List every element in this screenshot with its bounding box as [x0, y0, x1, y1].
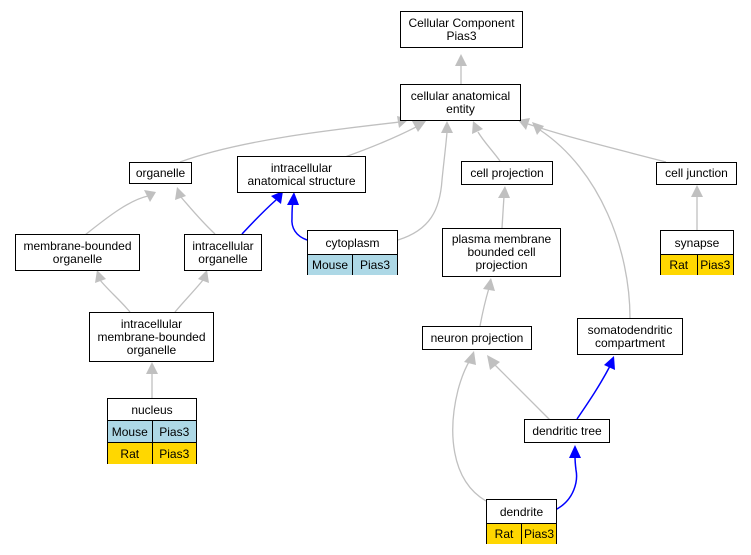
- arrowhead: [464, 351, 476, 365]
- arrowhead: [532, 122, 544, 135]
- node-intracellular-organelle[interactable]: intracellular organelle: [184, 234, 262, 271]
- edge-cytoplasm-to-ias-highlight: [291, 201, 308, 241]
- node-plasma-membrane-bounded-cell-projection[interactable]: plasma membrane bounded cell projection: [442, 228, 561, 277]
- annotation-row: Rat Pias3: [487, 524, 556, 544]
- edge-ias-to-cae: [344, 125, 419, 158]
- node-somatodendritic-compartment[interactable]: somatodendritic compartment: [577, 318, 683, 355]
- edge-organelle-to-cae: [179, 121, 401, 163]
- arrowhead: [198, 270, 209, 283]
- edge-cytoplasm-to-cae: [397, 131, 448, 241]
- node-membrane-bounded-organelle[interactable]: membrane-bounded organelle: [15, 234, 140, 271]
- annotation-row: Mouse Pias3: [308, 255, 397, 275]
- arrowhead: [146, 362, 158, 374]
- arrowhead: [472, 121, 483, 134]
- edge-celljunction-to-cae: [527, 123, 667, 163]
- edge-dendritictree-to-somatodendritic-highlight: [576, 365, 611, 420]
- node-dendritic-tree[interactable]: dendritic tree: [524, 419, 610, 443]
- term-dendrite[interactable]: dendrite Rat Pias3: [486, 499, 557, 544]
- edge-dendrite-to-dendritictree-highlight: [554, 455, 578, 511]
- arrowhead: [455, 54, 467, 66]
- edge-io-to-organelle: [179, 195, 216, 235]
- gene-cell: Pias3: [696, 255, 733, 275]
- edge-dendritictree-to-neuronprojection: [494, 364, 551, 421]
- term-title: synapse: [661, 231, 733, 255]
- term-cytoplasm[interactable]: cytoplasm Mouse Pias3: [307, 230, 398, 275]
- species-cell: Rat: [661, 255, 697, 275]
- arrowhead: [604, 356, 615, 370]
- edge-neuronprojection-to-pmbcp: [479, 287, 490, 327]
- arrowhead: [483, 278, 495, 291]
- node-cell-junction[interactable]: cell junction: [656, 162, 737, 185]
- edge-somatodendritic-to-cae: [539, 129, 631, 319]
- arrowhead: [441, 121, 453, 133]
- gene-cell: Pias3: [151, 421, 196, 442]
- species-cell: Rat: [487, 524, 521, 544]
- arrowhead: [691, 185, 703, 197]
- edge-pmbcp-to-cellprojection: [501, 195, 505, 229]
- edge-imbo-to-io: [174, 279, 204, 313]
- node-intracellular-anatomical-structure[interactable]: intracellular anatomical structure: [237, 156, 366, 193]
- arrowhead: [498, 186, 510, 198]
- node-cell-projection[interactable]: cell projection: [461, 161, 553, 185]
- node-cellular-anatomical-entity[interactable]: cellular anatomical entity: [400, 84, 521, 121]
- edge-dendrite-to-neuronprojection: [452, 359, 487, 502]
- arrowhead: [569, 445, 581, 458]
- term-title: dendrite: [487, 500, 556, 524]
- arrowhead: [95, 270, 106, 283]
- arrowhead: [144, 190, 156, 202]
- node-neuron-projection[interactable]: neuron projection: [422, 326, 532, 350]
- annotation-row: Rat Pias3: [661, 255, 733, 275]
- gene-cell: Pias3: [521, 524, 556, 544]
- term-title: cytoplasm: [308, 231, 397, 255]
- node-cellular-component-root[interactable]: Cellular Component Pias3: [400, 11, 523, 48]
- node-intracellular-membrane-bounded-organelle[interactable]: intracellular membrane-bounded organelle: [89, 312, 214, 362]
- arrowhead: [518, 118, 530, 130]
- gene-cell: Pias3: [151, 443, 196, 464]
- annotation-row: Mouse Pias3: [108, 421, 196, 443]
- edge-cellprojection-to-cae: [477, 131, 501, 162]
- term-title: nucleus: [108, 399, 196, 421]
- arrowhead: [412, 121, 426, 132]
- term-synapse[interactable]: synapse Rat Pias3: [660, 230, 734, 275]
- species-cell: Mouse: [108, 421, 152, 442]
- annotation-row: Rat Pias3: [108, 443, 196, 464]
- node-organelle[interactable]: organelle: [129, 162, 192, 184]
- species-cell: Mouse: [308, 255, 352, 275]
- term-nucleus[interactable]: nucleus Mouse Pias3 Rat Pias3: [107, 398, 197, 464]
- arrowhead: [271, 191, 283, 204]
- species-cell: Rat: [108, 443, 152, 464]
- arrowhead: [287, 192, 299, 205]
- edge-mbo-to-organelle: [84, 195, 149, 236]
- arrowhead: [175, 187, 186, 200]
- arrowhead: [487, 355, 500, 370]
- edge-imbo-to-mbo: [99, 279, 131, 313]
- gene-cell: Pias3: [352, 255, 397, 275]
- edge-io-to-ias-highlight: [241, 199, 277, 235]
